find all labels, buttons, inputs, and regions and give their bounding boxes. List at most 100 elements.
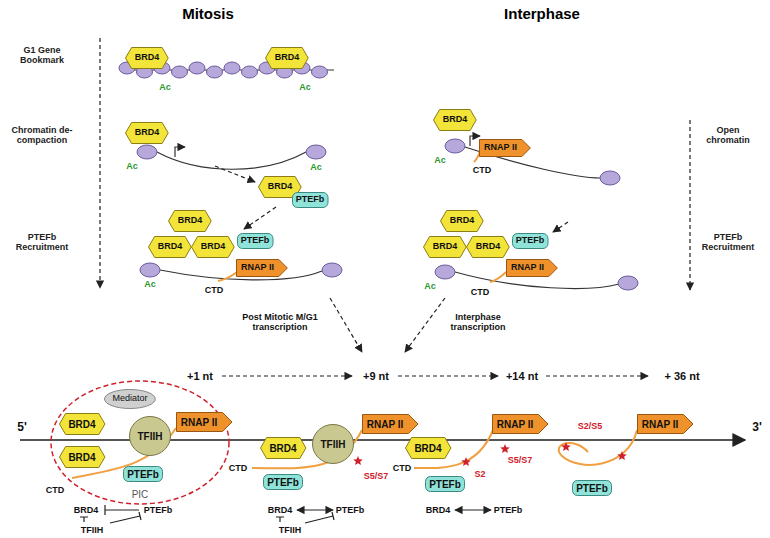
node-text: BRD4 xyxy=(414,443,441,454)
template-dna xyxy=(20,439,745,441)
stage-label: PTEFb Recruitment xyxy=(4,232,80,253)
ctd-tail xyxy=(559,430,637,465)
node-text: PTEFb xyxy=(267,477,299,488)
step-arrow xyxy=(546,375,648,376)
brd4-hexagon: BRD4 xyxy=(423,236,467,258)
regulation-term: TFIIH xyxy=(81,525,104,535)
node-shape xyxy=(426,477,465,492)
node-shape xyxy=(126,123,169,144)
factor-ellipse: Mediator xyxy=(104,389,156,409)
node-shape xyxy=(105,390,156,409)
regulation-term: PTEFb xyxy=(144,505,173,515)
polymerase-arrow: RNAP II xyxy=(236,259,288,277)
node-shape xyxy=(59,447,104,468)
interaction-arrow xyxy=(297,509,333,510)
nucleosome xyxy=(435,265,455,279)
polymerase-arrow: RNAP II xyxy=(637,414,694,434)
nucleosome xyxy=(137,145,157,159)
column-heading: Interphase xyxy=(504,5,580,22)
phospho-star xyxy=(500,444,510,453)
node-text: BRD4 xyxy=(201,242,226,252)
node-shape xyxy=(124,467,163,482)
nucleosome xyxy=(242,66,258,78)
position-label: +14 nt xyxy=(506,370,538,383)
flow-label: Post Mitotic M/G1 transcription xyxy=(233,312,328,333)
acetyl-mark: Ac xyxy=(159,82,171,92)
stage-label: Open chromatin xyxy=(696,125,760,146)
polymerase-arrow: RNAP II xyxy=(479,139,531,157)
phospho-star xyxy=(561,442,571,451)
ctd-label: CTD xyxy=(205,285,224,295)
node-text: PTEFb xyxy=(576,483,608,494)
inhibition-line xyxy=(80,517,88,522)
phospho-label: S2/S5 xyxy=(578,421,603,431)
promoter-arrow xyxy=(175,147,185,157)
brd4-hexagon: BRD4 xyxy=(433,109,477,131)
brd4-hexagon: BRD4 xyxy=(125,47,169,69)
phospho-star xyxy=(353,456,363,465)
node-text: PTEFb xyxy=(429,479,461,490)
brd4-hexagon: BRD4 xyxy=(59,446,105,468)
ctd-label: CTD xyxy=(393,463,412,473)
node-text: BRD4 xyxy=(158,242,183,252)
node-shape xyxy=(313,425,354,464)
pic-region: PICBRD4BRD4MediatorTFIIHPTEFb xyxy=(50,380,230,505)
column-heading: Mitosis xyxy=(182,5,234,22)
node-text: BRD4 xyxy=(68,452,95,463)
ptefb-box: PTEFb xyxy=(512,233,549,249)
node-text: PTEFb xyxy=(516,236,545,246)
position-label: + 36 nt xyxy=(664,370,699,383)
node-shape xyxy=(424,237,467,258)
dna-strand xyxy=(157,152,306,169)
acetyl-mark: Ac xyxy=(310,162,322,172)
acetyl-mark: Ac xyxy=(299,82,311,92)
node-shape xyxy=(192,237,235,258)
recruit-arrow xyxy=(553,222,568,232)
node-text: PTEFb xyxy=(127,469,159,480)
ptefb-box: PTEFb xyxy=(425,476,465,492)
node-text: RNAP II xyxy=(367,419,404,430)
inhibition-line xyxy=(305,512,334,523)
polymerase-arrow: RNAP II xyxy=(362,414,419,434)
regulation-term: BRD4 xyxy=(426,505,451,515)
nucleosome xyxy=(322,263,342,277)
ptefb-box: PTEFb xyxy=(572,480,612,496)
node-shape xyxy=(441,211,484,232)
node-text: BRD4 xyxy=(433,242,458,252)
node-shape xyxy=(130,417,171,456)
stage-label: PTEFb Recruitment xyxy=(693,232,763,253)
brd4-hexagon: BRD4 xyxy=(405,437,451,459)
brd4-hexagon: BRD4 xyxy=(148,236,192,258)
regulation-term: PTEFb xyxy=(494,505,523,515)
nucleosome xyxy=(140,263,160,277)
node-shape xyxy=(59,414,104,435)
ctd-tail xyxy=(490,272,506,282)
brd4-hexagon: BRD4 xyxy=(125,122,169,144)
node-text: RNAP II xyxy=(511,263,544,273)
acetyl-mark: Ac xyxy=(424,281,436,291)
node-shape xyxy=(573,481,612,496)
promoter-arrow xyxy=(470,136,480,146)
node-shape xyxy=(637,415,693,434)
node-shape xyxy=(264,475,303,490)
node-shape xyxy=(260,438,305,459)
regulation-term: PTEFb xyxy=(336,505,365,515)
flow-arrow xyxy=(330,298,362,352)
node-shape xyxy=(126,48,169,69)
ptefb-box: PTEFb xyxy=(263,474,303,490)
node-text: BRD4 xyxy=(269,443,296,454)
node-shape xyxy=(434,110,477,131)
brd4-hexagon: BRD4 xyxy=(440,210,484,232)
step-arrow xyxy=(398,375,498,376)
nucleosome xyxy=(306,145,326,159)
nucleosome xyxy=(207,66,223,78)
node-text: RNAP II xyxy=(497,419,534,430)
node-text: BRD4 xyxy=(135,128,160,138)
phospho-label: S2 xyxy=(474,469,485,479)
node-shape xyxy=(405,438,450,459)
nucleosome xyxy=(600,171,620,185)
node-text: BRD4 xyxy=(443,115,468,125)
node-text: RNAP II xyxy=(181,417,218,428)
node-text: TFIIH xyxy=(138,431,163,442)
